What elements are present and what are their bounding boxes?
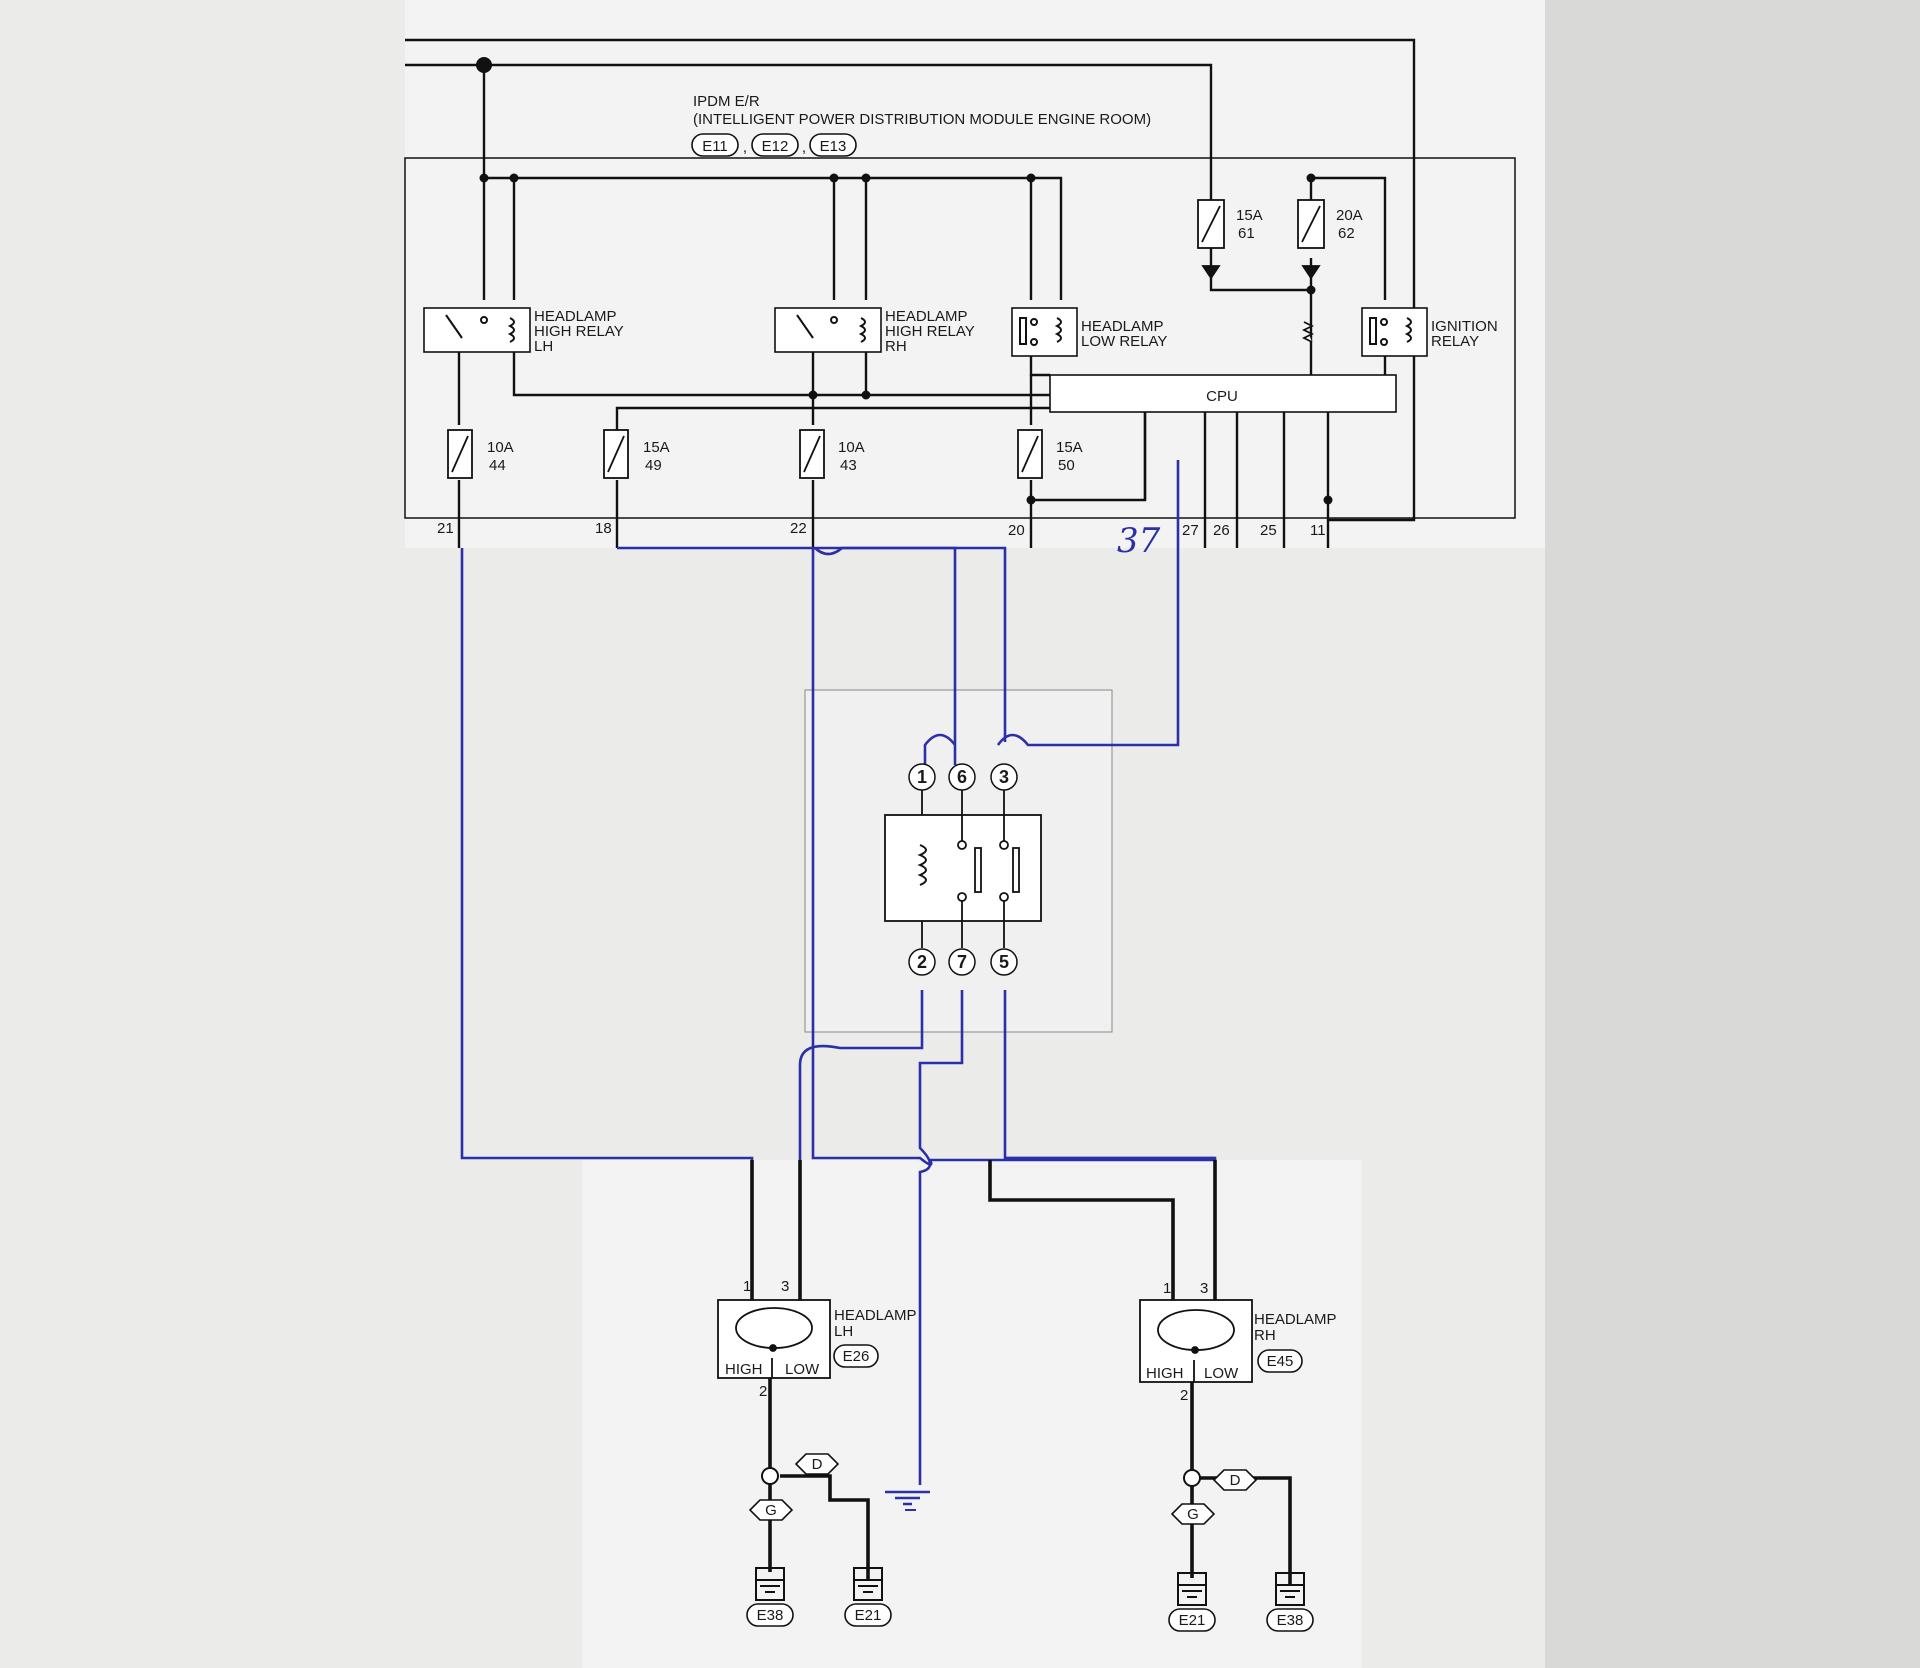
terminal-18: 18	[595, 520, 612, 537]
relay-low-label-2: LOW RELAY	[1081, 333, 1167, 350]
rh-high: HIGH	[1146, 1365, 1184, 1382]
fuse-symbols	[447, 199, 1325, 479]
relay-ign-label-1: IGNITION	[1431, 318, 1498, 335]
tag-g-lh	[748, 1499, 794, 1521]
rh-ground-right: E38	[1277, 1612, 1304, 1629]
pin-1: 1	[917, 767, 927, 787]
tag-d-rh	[1212, 1469, 1258, 1491]
lh-pin-2: 2	[759, 1383, 767, 1400]
headlamp-printout	[582, 1160, 1362, 1668]
ipdm-title: IPDM E/R	[693, 93, 760, 110]
pin-6: 6	[957, 767, 967, 787]
terminal-11: 11	[1310, 522, 1326, 539]
ipdm-conn-sep-1: ,	[743, 139, 747, 156]
ipdm-conn-3: E13	[820, 138, 847, 155]
lh-name-1: HEADLAMP	[834, 1307, 917, 1324]
relay-hi-rh	[774, 307, 882, 353]
relay-hi-rh-label-2: HIGH RELAY	[885, 323, 975, 340]
relay-hi-rh-label-3: RH	[885, 338, 907, 355]
relay-hi-lh-label-2: HIGH RELAY	[534, 323, 624, 340]
headlamp-rh-body	[1139, 1299, 1253, 1383]
rh-low: LOW	[1204, 1365, 1239, 1382]
handdrawn-wiring	[460, 460, 1217, 1485]
headlamp-units	[717, 1299, 1253, 1383]
ipdm-conn-2: E12	[762, 138, 789, 155]
relay-low-label-1: HEADLAMP	[1081, 318, 1164, 335]
cpu-label: CPU	[1206, 388, 1238, 405]
fuse-43-num: 43	[840, 457, 857, 474]
terminal-22: 22	[790, 520, 807, 537]
added-relay	[884, 790, 1042, 948]
ipdm-labels: IPDM E/R (INTELLIGENT POWER DISTRIBUTION…	[437, 93, 1498, 539]
fuse-50-num: 50	[1058, 457, 1075, 474]
handwritten-terminal: 37	[1117, 521, 1161, 561]
rh-pin-3: 3	[1200, 1280, 1208, 1297]
fuse-43-amp: 10A	[838, 439, 865, 456]
ipdm-conn-sep-2: ,	[802, 139, 806, 156]
relay-hi-lh-label-1: HEADLAMP	[534, 308, 617, 325]
ground-symbols	[755, 1467, 1305, 1606]
fuse-62-num: 62	[1338, 225, 1355, 242]
headlamp-lh-body	[717, 1299, 831, 1379]
terminal-20: 20	[1008, 522, 1025, 539]
lh-pin-1: 1	[743, 1278, 751, 1295]
lh-ground-right: E21	[855, 1607, 882, 1624]
tag-g-rh	[1170, 1503, 1216, 1525]
terminal-27: 27	[1182, 522, 1199, 539]
relay-hi-rh-label-1: HEADLAMP	[885, 308, 968, 325]
tag-d-lh	[794, 1453, 840, 1475]
relay-hi-lh-label-3: LH	[534, 338, 553, 355]
fuse-61-num: 61	[1238, 225, 1255, 242]
ipdm-printout	[405, 0, 1545, 548]
relay-low	[1011, 307, 1078, 357]
rh-pin-1: 1	[1163, 1280, 1171, 1297]
cpu-box	[1049, 374, 1397, 413]
fuse-44-num: 44	[489, 457, 506, 474]
ipdm-subtitle: (INTELLIGENT POWER DISTRIBUTION MODULE E…	[693, 111, 1151, 128]
relay-pin-labels: 1 6 3 2 7 5	[917, 767, 1009, 972]
rh-name-2: RH	[1254, 1327, 1276, 1344]
relay-ignition	[1361, 307, 1428, 357]
lh-pin-3: 3	[781, 1278, 789, 1295]
relay-ign-label-2: RELAY	[1431, 333, 1479, 350]
pin-3: 3	[999, 767, 1009, 787]
fuse-50-amp: 15A	[1056, 439, 1083, 456]
pin-5: 5	[999, 952, 1009, 972]
rh-tag-d: D	[1230, 1472, 1241, 1489]
rh-name-1: HEADLAMP	[1254, 1311, 1337, 1328]
terminal-21: 21	[437, 520, 454, 537]
lh-tag-g: G	[765, 1502, 777, 1519]
rh-tag-g: G	[1187, 1506, 1199, 1523]
junctions	[476, 57, 1333, 505]
pin-7: 7	[957, 952, 967, 972]
rh-ground-left: E21	[1179, 1612, 1206, 1629]
lh-tag-d: D	[812, 1456, 823, 1473]
fuse-44-amp: 10A	[487, 439, 514, 456]
lh-name-2: LH	[834, 1323, 853, 1340]
ground-tags	[691, 133, 1314, 1632]
terminal-25: 25	[1260, 522, 1277, 539]
lh-low: LOW	[785, 1361, 820, 1378]
headlamp-labels: 1 3 2 HIGH LOW HEADLAMP LH E26 1 3 2 HIG…	[725, 1278, 1337, 1629]
fuse-61-amp: 15A	[1236, 207, 1263, 224]
relay-internals	[445, 314, 1412, 346]
lamp-wiring	[750, 1160, 1292, 1585]
fuse-49-amp: 15A	[643, 439, 670, 456]
relay-symbols	[423, 307, 1428, 413]
lh-high: HIGH	[725, 1361, 763, 1378]
fuse-62-amp: 20A	[1336, 207, 1363, 224]
ipdm-wiring	[404, 38, 1516, 548]
relay-hi-lh	[423, 307, 531, 353]
lh-conn: E26	[843, 1348, 870, 1365]
lh-ground-left: E38	[757, 1607, 784, 1624]
ipdm-conn-1: E11	[702, 138, 728, 155]
rh-conn: E45	[1267, 1353, 1294, 1370]
relay-pin-circles	[908, 763, 1018, 976]
rh-pin-2: 2	[1180, 1387, 1188, 1404]
fuse-49-num: 49	[645, 457, 662, 474]
terminal-26: 26	[1213, 522, 1230, 539]
pin-2: 2	[917, 952, 927, 972]
